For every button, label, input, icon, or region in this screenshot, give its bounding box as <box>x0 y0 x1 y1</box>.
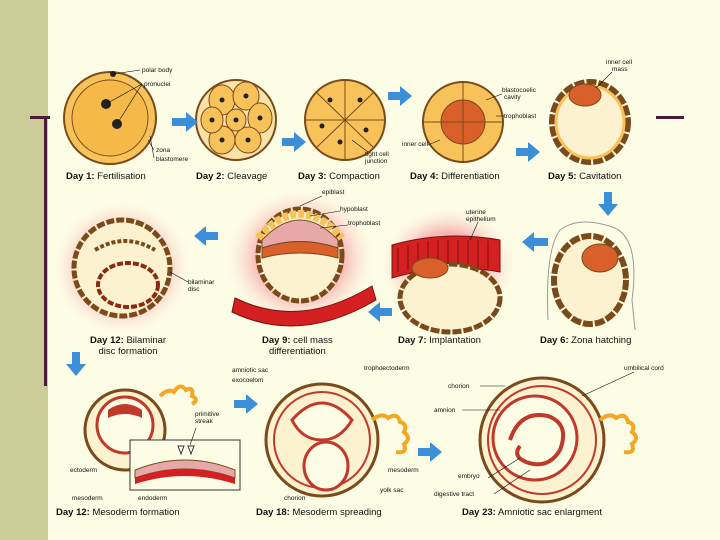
label-mesoderm: mesoderm <box>388 467 419 474</box>
label-chorion-mid: chorion <box>284 495 306 502</box>
divider-left <box>30 116 50 119</box>
label-blastomere: blastomere <box>156 156 189 163</box>
label-mesoderm-bl: mesoderm <box>72 495 103 502</box>
arrow-left-icon <box>194 226 218 246</box>
label-uterine: uterine <box>466 209 486 216</box>
stage-title-day3: Day 3: Compaction <box>298 171 380 182</box>
stage-title-day7: Day 7: Implantation <box>398 335 481 346</box>
label-digestive-tract: digestive tract <box>434 491 474 498</box>
label-pronuclei: pronuclei <box>144 81 170 88</box>
label-exocoelom: exocoelom <box>232 377 263 384</box>
stage-day12-bilaminar-illustration <box>71 217 189 319</box>
stage-arrows <box>66 86 618 462</box>
arrow-down-icon <box>598 192 618 216</box>
label-mass: mass <box>612 66 628 73</box>
stage-day1-illustration <box>63 69 157 165</box>
label-epiblast: epiblast <box>322 189 345 196</box>
stage-day18-illustration <box>264 382 410 498</box>
label-amniotic-sac: amniotic sac <box>232 367 269 374</box>
stage-day3-illustration <box>304 79 386 161</box>
stage-title-day4: Day 4: Differentiation <box>410 171 500 182</box>
stage-title-day5: Day 5: Cavitation <box>548 171 622 182</box>
arrow-right-icon <box>234 394 258 414</box>
label-inner-cell: inner cell <box>402 141 429 148</box>
stage-day2-illustration <box>195 79 277 161</box>
label-inner-cell-mass: inner cell <box>606 59 633 66</box>
arrow-right-icon <box>172 112 198 132</box>
label-junction: junction <box>364 158 388 165</box>
label-trophoblast-day4: trophoblast <box>504 113 536 120</box>
label-epithelium: epithelium <box>466 216 496 223</box>
label-tight-cell: tight cell <box>365 151 389 158</box>
arrow-down-icon <box>66 352 86 376</box>
arrow-right-icon <box>282 132 306 152</box>
label-embryo: embryo <box>458 473 480 480</box>
divider-vertical <box>44 116 47 386</box>
label-cavity: cavity <box>504 94 521 101</box>
arrow-right-icon <box>418 442 442 462</box>
label-zona: zona <box>156 147 170 154</box>
label-endoderm: endoderm <box>138 495 167 502</box>
label-bilaminar: bilaminar <box>188 279 215 286</box>
stage-day23-illustration <box>462 371 638 504</box>
stage-day6-illustration <box>547 221 636 331</box>
stage-title-day23: Day 23: Amniotic sac enlargment <box>462 507 602 518</box>
label-umbilical-cord: umbilical cord <box>624 365 664 372</box>
stage-day12-mesoderm-illustration <box>83 384 241 491</box>
label-amnion: amnion <box>434 407 456 414</box>
label-primitive: primitive <box>195 411 220 418</box>
label-trophoblast: trophoblast <box>348 220 380 227</box>
stage-title-day6: Day 6: Zona hatching <box>540 335 632 346</box>
label-polar-body: polar body <box>142 67 173 74</box>
label-disc: disc <box>188 286 200 293</box>
arrow-left-icon <box>368 302 392 322</box>
stage-day9-illustration <box>231 195 377 327</box>
label-chorion: chorion <box>448 383 470 390</box>
divider-right <box>656 116 684 119</box>
stage-title-day1: Day 1: Fertilisation <box>66 171 146 182</box>
arrow-left-icon <box>522 232 548 252</box>
label-ectoderm: ectoderm <box>70 467 97 474</box>
stage-title-day18: Day 18: Mesoderm spreading <box>256 507 382 518</box>
label-hypoblast: hypoblast <box>340 206 368 213</box>
arrow-right-icon <box>516 142 540 162</box>
stage-title-day2: Day 2: Cleavage <box>196 171 268 182</box>
stage-title-day12-mesoderm: Day 12: Mesoderm formation <box>56 507 180 518</box>
arrow-right-icon <box>388 86 412 106</box>
label-streak: streak <box>195 418 213 425</box>
stage-day7-illustration <box>391 221 503 335</box>
stage-day4-illustration <box>422 81 504 163</box>
label-blastocoelic: blastocoelic <box>502 87 537 94</box>
stage-day5-illustration <box>549 71 631 165</box>
sidebar-band <box>0 0 48 540</box>
label-trophoectoderm: trophoectoderm <box>364 365 410 372</box>
label-yolk-sac: yolk sac <box>380 487 404 494</box>
